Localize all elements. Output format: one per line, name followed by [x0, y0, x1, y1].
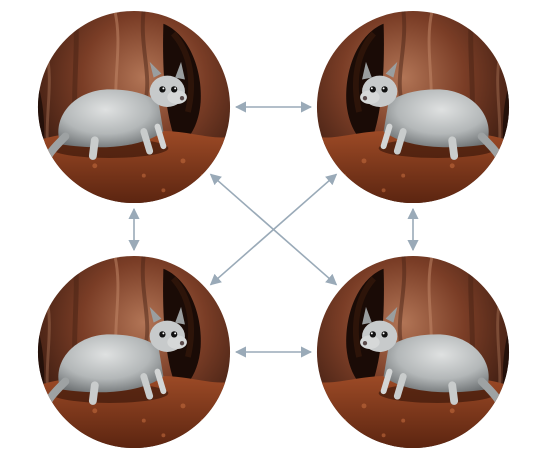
possum-photo-icon	[315, 9, 511, 205]
possum-photo-icon	[36, 254, 232, 450]
node-top-right	[315, 9, 511, 205]
arrow-top-right-to-bottom-left	[209, 173, 338, 286]
connection-arrows	[128, 101, 419, 358]
node-bottom-left	[36, 254, 232, 450]
node-top-left	[36, 9, 232, 205]
possum-photo-icon	[315, 254, 511, 450]
node-bottom-right	[315, 254, 511, 450]
possum-photo-icon	[36, 9, 232, 205]
